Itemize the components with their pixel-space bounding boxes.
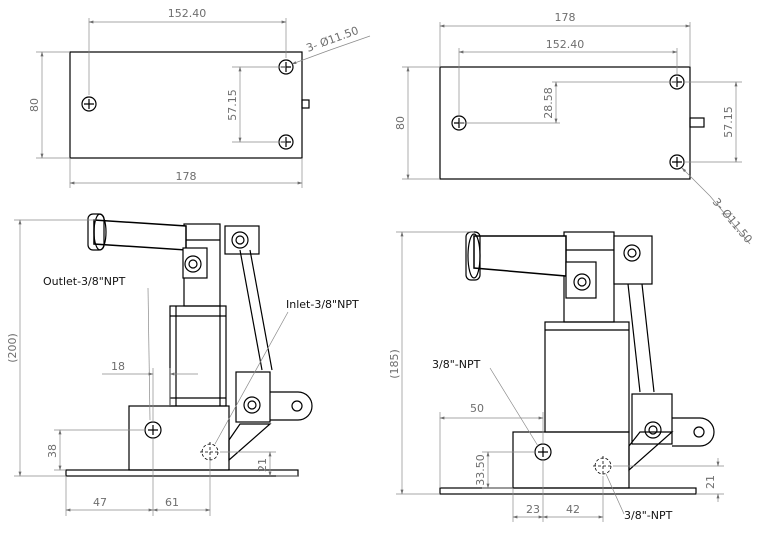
ear-hole bbox=[291, 400, 303, 412]
pivot-block bbox=[182, 247, 208, 279]
mount-hole bbox=[669, 154, 685, 170]
dim-38: 38 bbox=[46, 444, 59, 458]
handle-grip bbox=[87, 213, 105, 251]
dim-21: 21 bbox=[256, 458, 269, 472]
port-upper bbox=[534, 443, 552, 461]
cylinder bbox=[169, 305, 227, 407]
pivot-pin bbox=[184, 255, 202, 273]
link-rod bbox=[239, 249, 273, 371]
handle-lever bbox=[473, 235, 567, 277]
cylinder bbox=[544, 321, 630, 433]
dim-21: 21 bbox=[704, 475, 717, 489]
dim-200: (200) bbox=[6, 333, 19, 363]
dim-178: 178 bbox=[176, 170, 197, 183]
dim-57-15: 57.15 bbox=[226, 89, 239, 121]
ear-hole bbox=[693, 426, 705, 438]
link-rod bbox=[627, 283, 655, 393]
inlet-port bbox=[200, 442, 220, 462]
dim-178: 178 bbox=[555, 11, 576, 24]
dim-61: 61 bbox=[165, 496, 179, 509]
dim-152-40: 152.40 bbox=[546, 38, 585, 51]
ear-bracket bbox=[228, 423, 272, 462]
dim-28-58: 28.58 bbox=[542, 87, 555, 119]
dim-42: 42 bbox=[566, 503, 580, 516]
front-right-view: 3/8"-NPT 3/8"-NPT (185) 50 33.50 21 23 4… bbox=[388, 231, 724, 522]
pivot-pin bbox=[231, 231, 249, 249]
mount-hole bbox=[81, 96, 97, 112]
mount-ear bbox=[270, 391, 313, 421]
dim-33-50: 33.50 bbox=[474, 454, 487, 486]
ear-bracket bbox=[628, 431, 674, 472]
port-lower bbox=[593, 456, 613, 476]
outlet-label: Outlet-3/8"NPT bbox=[43, 275, 126, 288]
dim-50: 50 bbox=[470, 402, 484, 415]
pivot-pin bbox=[243, 396, 261, 414]
port-label-bottom: 3/8"-NPT bbox=[624, 509, 673, 522]
dim-185: (185) bbox=[388, 349, 401, 379]
pivot-pin bbox=[644, 421, 662, 439]
outlet-port bbox=[144, 421, 162, 439]
dim-18: 18 bbox=[111, 360, 125, 373]
pivot-pin bbox=[573, 273, 591, 291]
pump-block bbox=[128, 405, 230, 471]
dim-hole-dia: 3- Ø11.50 bbox=[710, 196, 755, 246]
port-stub bbox=[301, 99, 310, 109]
port-stub bbox=[689, 117, 705, 128]
port-label-top: 3/8"-NPT bbox=[432, 358, 481, 371]
front-left-view: Outlet-3/8"NPT Inlet-3/8"NPT (200) 18 38… bbox=[6, 213, 359, 516]
handle-lever bbox=[93, 219, 187, 251]
dim-23: 23 bbox=[526, 503, 540, 516]
pump-block bbox=[512, 431, 630, 489]
dim-152-40: 152.40 bbox=[168, 7, 207, 20]
top-left-view: 152.40 3- Ø11.50 80 57.15 178 bbox=[28, 7, 371, 188]
pivot-pin bbox=[623, 244, 641, 262]
pivot-block bbox=[613, 235, 653, 285]
inlet-label: Inlet-3/8"NPT bbox=[286, 298, 359, 311]
link-clevis bbox=[631, 393, 673, 445]
pivot-block bbox=[565, 261, 597, 299]
mount-ear bbox=[672, 417, 715, 447]
base-plate bbox=[439, 487, 697, 495]
dim-80: 80 bbox=[394, 116, 407, 130]
dim-47: 47 bbox=[93, 496, 107, 509]
dim-80: 80 bbox=[28, 98, 41, 112]
dim-57-15: 57.15 bbox=[722, 106, 735, 138]
top-right-view: 178 152.40 28.58 80 57.15 3- Ø11.50 bbox=[394, 11, 755, 246]
pivot-block bbox=[224, 225, 260, 255]
dim-hole-dia: 3- Ø11.50 bbox=[305, 24, 361, 55]
